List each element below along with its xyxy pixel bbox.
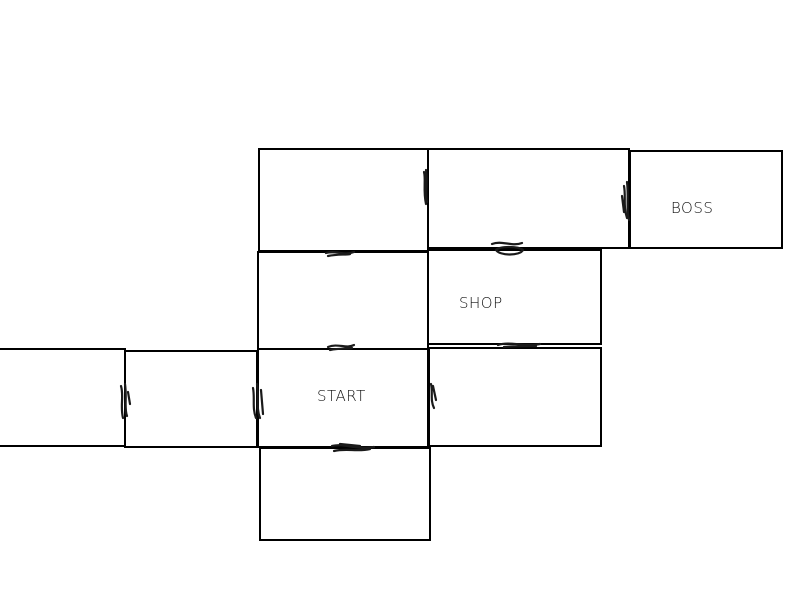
room-boss-label: BOSS (671, 199, 713, 217)
door-top-left-to-north-of-start[interactable] (324, 250, 356, 258)
door-shop-to-east-of-start[interactable] (496, 342, 542, 349)
room-east-of-start[interactable] (428, 347, 602, 447)
door-start-to-east[interactable] (429, 382, 438, 410)
door-start-to-south[interactable] (330, 442, 376, 453)
room-top-left[interactable] (258, 148, 429, 252)
door-west-to-start[interactable] (251, 382, 265, 420)
room-top-middle[interactable] (427, 148, 630, 249)
room-boss[interactable]: BOSS (629, 150, 783, 249)
room-far-west[interactable] (0, 348, 126, 447)
room-shop[interactable]: SHOP (427, 249, 602, 345)
door-far-west-to-west[interactable] (119, 382, 132, 420)
door-top-left-to-top-middle[interactable] (422, 168, 429, 206)
room-start[interactable]: START (257, 348, 429, 448)
room-shop-label: SHOP (459, 294, 503, 312)
room-start-label: START (317, 387, 366, 405)
room-west[interactable] (124, 350, 258, 448)
room-south-of-start[interactable] (259, 447, 431, 541)
door-top-middle-to-shop[interactable] (490, 241, 525, 256)
door-north-of-start-to-start[interactable] (326, 343, 356, 352)
room-north-of-start[interactable] (257, 251, 429, 350)
door-top-middle-to-boss[interactable] (620, 180, 631, 222)
